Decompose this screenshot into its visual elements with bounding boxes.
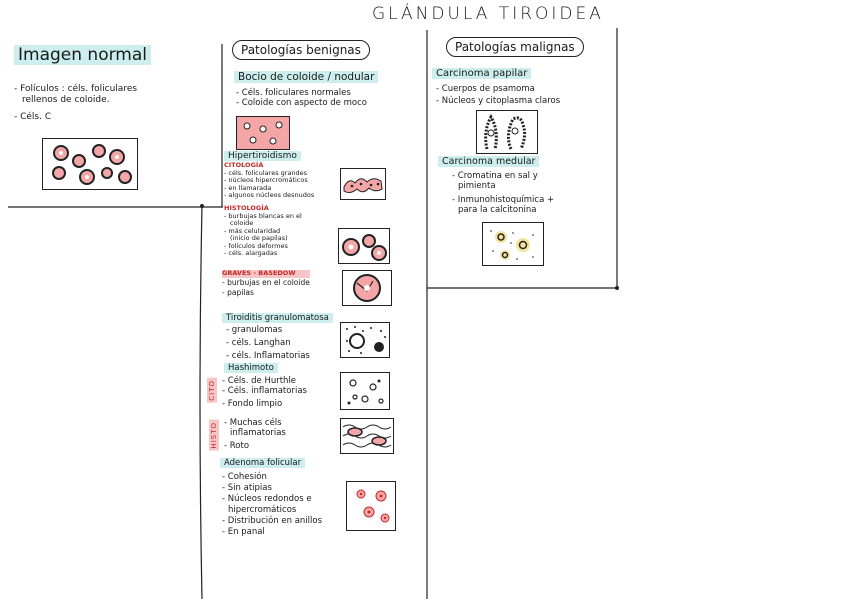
- list-item: - Núcleos redondos e: [222, 494, 312, 504]
- list-item: - Cromatina en sal y: [452, 171, 538, 181]
- list-item: coloide: [230, 219, 254, 227]
- list-item: inflamatorias: [230, 428, 286, 438]
- hashimoto-histo-tag: HISTO: [209, 420, 219, 451]
- tiroiditis-drawing: [340, 322, 390, 358]
- list-item: - Distribución en anillos: [222, 516, 323, 526]
- hashimoto-histo-drawing: [340, 418, 394, 454]
- list-item: - céls. alargadas: [224, 249, 278, 257]
- graves-drawing: [342, 270, 392, 306]
- list-item: - en llamarada: [224, 183, 272, 192]
- normal-follicles-drawing: [42, 138, 138, 190]
- list-item: - Núcleos y citoplasma claros: [436, 96, 561, 106]
- bocio-list: - Céls. foliculares normales - Coloide c…: [236, 88, 367, 108]
- list-item: - Céls. inflamatorias: [222, 386, 307, 396]
- list-item: - Céls. C: [14, 112, 52, 122]
- list-item: - algunos núcleos desnudos: [224, 191, 315, 199]
- medular-title: Carcinoma medular: [438, 156, 540, 167]
- hiper-histo: HISTOLOGÍA - burbujas blancas en el colo…: [224, 204, 302, 258]
- list-item: rellenos de coloide.: [22, 95, 110, 105]
- medular-list: - Cromatina en sal y pimienta - Inmunohi…: [452, 171, 554, 215]
- graves: GRAVES - BASEDOW - burbujas en el coloid…: [222, 269, 310, 298]
- list-item: - granulomas: [226, 325, 283, 335]
- tiroiditis-title: Tiroiditis granulomatosa: [222, 313, 333, 323]
- normal-header: Imagen normal: [14, 45, 151, 65]
- hashimoto-cito-drawing: [340, 372, 390, 410]
- hiper-cito-drawing: [340, 168, 386, 200]
- histo-label: HISTOLOGÍA: [224, 204, 269, 212]
- list-item: (inicio de papilas): [230, 234, 288, 242]
- list-item: - Roto: [224, 441, 250, 451]
- graves-label: GRAVES - BASEDOW: [222, 269, 310, 278]
- hashimoto-cito-tag: CITO: [207, 378, 217, 403]
- papilar-title: Carcinoma papilar: [432, 68, 532, 79]
- hashimoto-cito-list: - Céls. de Hurthle - Céls. inflamatorias…: [222, 376, 307, 409]
- list-item: para la calcitonina: [458, 205, 537, 215]
- list-item: - más celularidad: [224, 226, 281, 235]
- tiroiditis-list: - granulomas - céls. Langhan - céls. Inf…: [226, 325, 310, 361]
- adenoma-list: - Cohesión - Sin atipias - Núcleos redon…: [222, 472, 322, 538]
- list-item: - Cohesión: [222, 472, 267, 482]
- page-title: GLÁNDULA TIROIDEA: [372, 4, 604, 24]
- list-item: - Cuerpos de psamoma: [436, 84, 535, 94]
- papilar-list: - Cuerpos de psamoma - Núcleos y citopla…: [436, 84, 560, 106]
- list-item: - céls. foliculares grandes: [224, 168, 308, 177]
- list-item: - céls. Inflamatorias: [226, 351, 310, 361]
- list-item: - burbujas blancas en el: [224, 211, 302, 220]
- list-item: - núcleos hipercromáticos: [224, 176, 308, 184]
- hiper-histo-drawing: [338, 228, 390, 264]
- bocio-drawing: [236, 116, 290, 150]
- list-item: - Céls. foliculares normales: [236, 88, 351, 98]
- malignant-header: Patologías malignas: [446, 37, 584, 57]
- hiper-cito: CITOLOGÍA - céls. foliculares grandes - …: [224, 161, 315, 200]
- list-item: - Céls. de Hurthle: [222, 376, 297, 386]
- list-item: hipercromáticos: [228, 505, 297, 515]
- list-item: - En panal: [222, 527, 265, 537]
- papilar-drawing: [476, 110, 538, 154]
- hashimoto-histo-list: - Muchas céls inflamatorias - Roto: [224, 418, 286, 451]
- cito-label: CITOLOGÍA: [224, 161, 264, 169]
- bocio-title: Bocio de coloide / nodular: [234, 71, 379, 83]
- adenoma-title: Adenoma folicular: [220, 458, 306, 468]
- list-item: - Muchas céls: [224, 418, 282, 428]
- list-item: - Fondo limpio: [222, 399, 283, 409]
- list-item: - folículos deformes: [224, 241, 288, 250]
- normal-list: - Folículos : céls. foliculares rellenos…: [14, 84, 137, 123]
- list-item: - Sin atipias: [222, 483, 272, 493]
- list-item: pimienta: [458, 181, 496, 191]
- list-item: - céls. Langhan: [226, 338, 291, 348]
- benign-header: Patologías benignas: [232, 40, 370, 60]
- list-item: - burbujas en el coloide: [222, 277, 310, 287]
- list-item: - Coloide con aspecto de moco: [236, 98, 367, 108]
- medular-drawing: [482, 222, 544, 266]
- adenoma-drawing: [346, 481, 396, 531]
- list-item: - Inmunohistoquímica +: [452, 195, 555, 205]
- hiper-title: Hipertiroidismo: [224, 151, 301, 161]
- list-item: - Folículos : céls. foliculares: [14, 84, 138, 94]
- hashimoto-title: Hashimoto: [224, 363, 278, 373]
- list-item: - papilas: [222, 287, 254, 297]
